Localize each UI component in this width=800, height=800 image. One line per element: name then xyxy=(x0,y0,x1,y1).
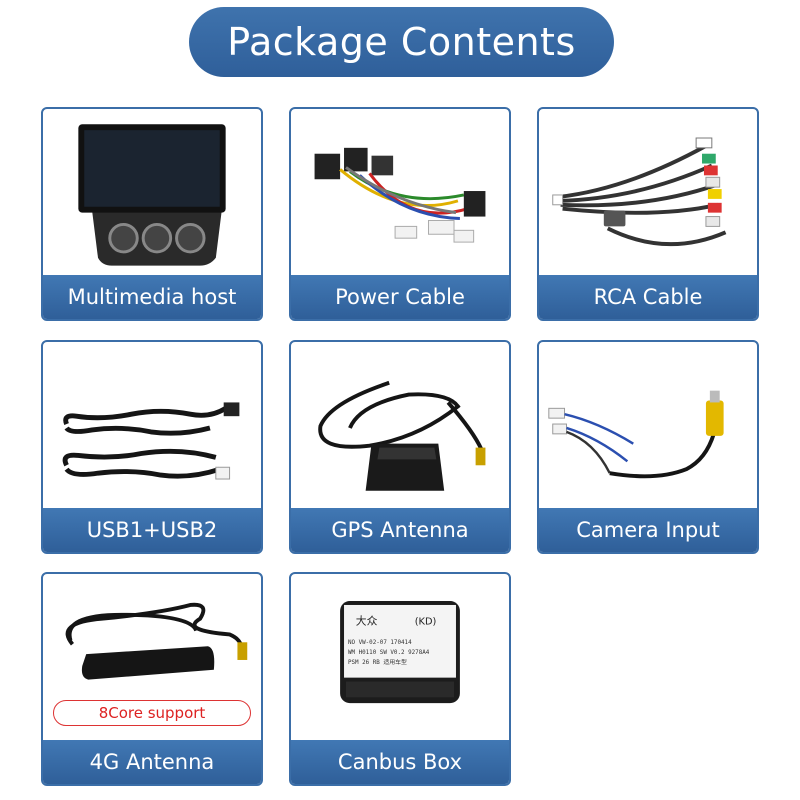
usb-cable-icon xyxy=(43,342,261,510)
rca-cable-icon xyxy=(539,109,757,277)
item-card-rca-cable: RCA Cable xyxy=(537,107,759,321)
item-label: Canbus Box xyxy=(291,740,509,784)
item-card-gps-antenna: GPS Antenna xyxy=(289,340,511,554)
canbus-line2-text: WM H0110 SW V0.2 9278A4 xyxy=(348,650,430,656)
item-label: GPS Antenna xyxy=(291,508,509,552)
item-label: USB1+USB2 xyxy=(43,508,261,552)
canbus-box-icon: 大众 (KD) NO VW-02-07 170414 WM H0110 SW V… xyxy=(291,574,509,742)
head-unit-icon xyxy=(43,109,261,277)
camera-cable-icon xyxy=(539,342,757,510)
item-card-power-cable: Power Cable xyxy=(289,107,511,321)
item-label: Power Cable xyxy=(291,275,509,319)
page-title: Package Contents xyxy=(189,7,614,77)
item-card-camera-input: Camera Input xyxy=(537,340,759,554)
item-label: RCA Cable xyxy=(539,275,757,319)
canbus-line3-text: PSM 26 RB 适用车型 xyxy=(348,658,407,666)
canbus-code-text: (KD) xyxy=(415,617,437,628)
item-label: 4G Antenna xyxy=(43,740,261,784)
item-card-multimedia-host: Multimedia host xyxy=(41,107,263,321)
power-harness-icon xyxy=(291,109,509,277)
gps-antenna-icon xyxy=(291,342,509,510)
item-card-canbus-box: 大众 (KD) NO VW-02-07 170414 WM H0110 SW V… xyxy=(289,572,511,786)
lte-antenna-icon xyxy=(43,574,261,742)
canbus-brand-text: 大众 xyxy=(356,614,378,628)
canbus-line1-text: NO VW-02-07 170414 xyxy=(348,640,412,646)
item-label: Multimedia host xyxy=(43,275,261,319)
8core-support-badge: 8Core support xyxy=(53,700,251,726)
item-card-usb: USB1+USB2 xyxy=(41,340,263,554)
item-label: Camera Input xyxy=(539,508,757,552)
item-card-4g-antenna: 8Core support 4G Antenna xyxy=(41,572,263,786)
